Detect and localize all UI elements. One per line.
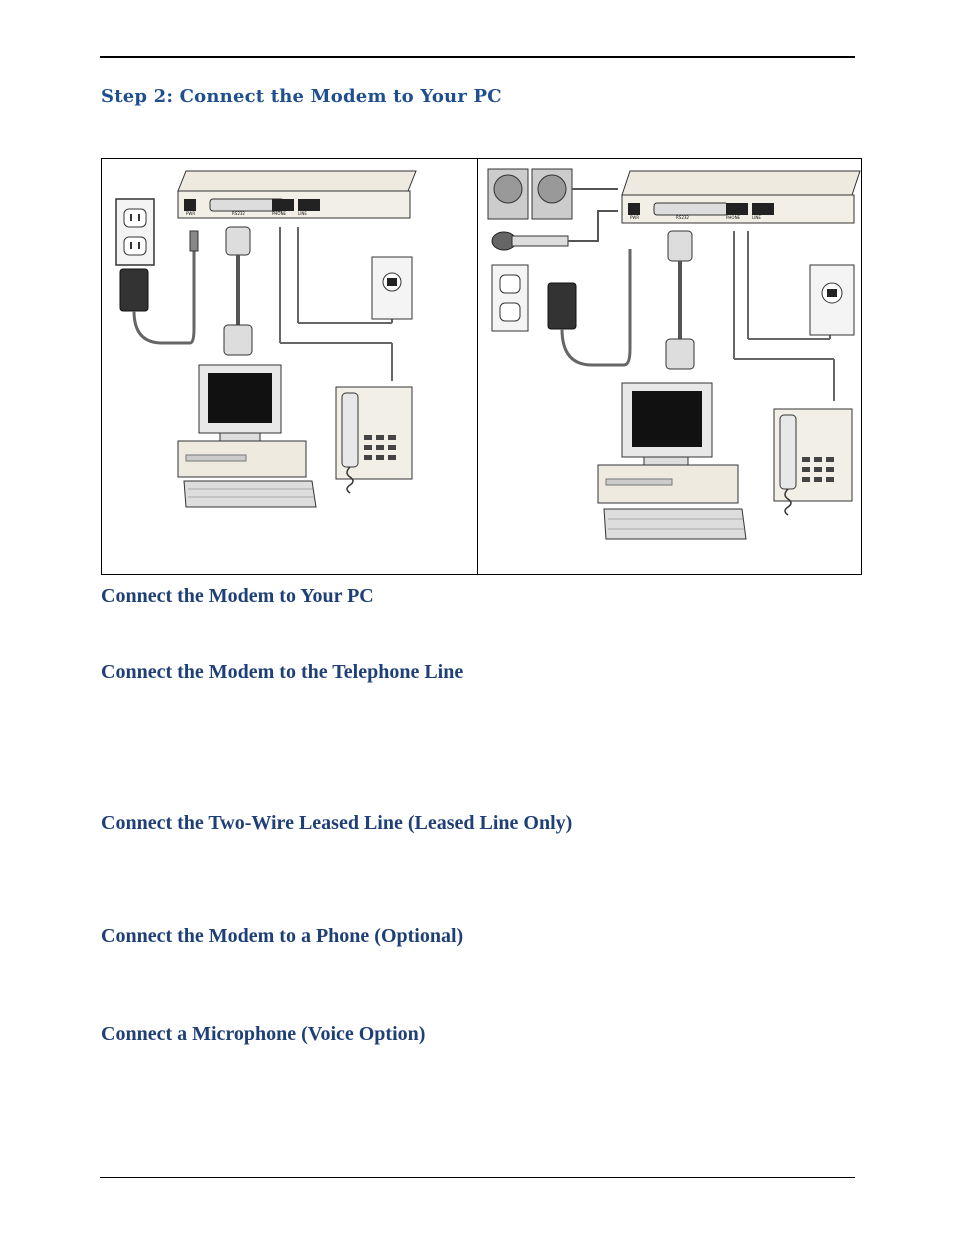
phone-port-label: PHONE bbox=[272, 211, 287, 216]
phone-cable-icon bbox=[279, 227, 393, 381]
rs232-port-label: RS232 bbox=[232, 211, 245, 216]
power-adapter-icon bbox=[547, 249, 632, 367]
microphone-icon bbox=[491, 210, 618, 251]
section-heading-telephone-line: Connect the Modem to the Telephone Line bbox=[101, 661, 464, 683]
header-rule bbox=[100, 56, 855, 58]
section-heading-connect-pc: Connect the Modem to Your PC bbox=[101, 585, 374, 607]
standard-connection-diagram: PWR RS232 PHONE LINE bbox=[115, 170, 417, 508]
pwr-port-label: PWR bbox=[630, 215, 639, 220]
telephone-icon bbox=[335, 386, 413, 494]
section-heading-leased-line: Connect the Two-Wire Leased Line (Leased… bbox=[101, 812, 573, 834]
figure-panel-voice: PWR RS232 PHONE LINE bbox=[478, 159, 861, 574]
section-heading-microphone: Connect a Microphone (Voice Option) bbox=[101, 1023, 426, 1045]
phone-jack-icon bbox=[809, 264, 855, 336]
pc-icon bbox=[177, 364, 317, 508]
step-title: Step 2: Connect the Modem to Your PC bbox=[101, 86, 502, 107]
serial-cable-icon bbox=[223, 226, 253, 356]
section-heading-phone: Connect the Modem to a Phone (Optional) bbox=[101, 925, 464, 947]
pwr-port-label: PWR bbox=[186, 211, 195, 216]
power-adapter-icon bbox=[119, 230, 199, 345]
voice-connection-diagram: PWR RS232 PHONE LINE bbox=[487, 168, 861, 540]
serial-cable-icon bbox=[665, 230, 695, 370]
pc-icon bbox=[597, 382, 747, 540]
phone-jack-icon bbox=[371, 256, 413, 320]
modem-icon: PWR RS232 PHONE LINE bbox=[177, 170, 417, 219]
footer-rule bbox=[100, 1177, 855, 1178]
figure-panel-standard: PWR RS232 PHONE LINE bbox=[102, 159, 478, 574]
rs232-port-label: RS232 bbox=[676, 215, 689, 220]
telephone-icon bbox=[773, 408, 853, 516]
speaker-icon bbox=[487, 168, 618, 220]
power-outlet-icon bbox=[491, 264, 529, 332]
modem-icon: PWR RS232 PHONE LINE bbox=[621, 170, 861, 224]
phone-port-label: PHONE bbox=[726, 215, 741, 220]
power-outlet-icon bbox=[115, 198, 155, 266]
line-port-label: LINE bbox=[752, 215, 761, 220]
line-port-label: LINE bbox=[298, 211, 307, 216]
connection-figure: PWR RS232 PHONE LINE bbox=[101, 158, 862, 575]
